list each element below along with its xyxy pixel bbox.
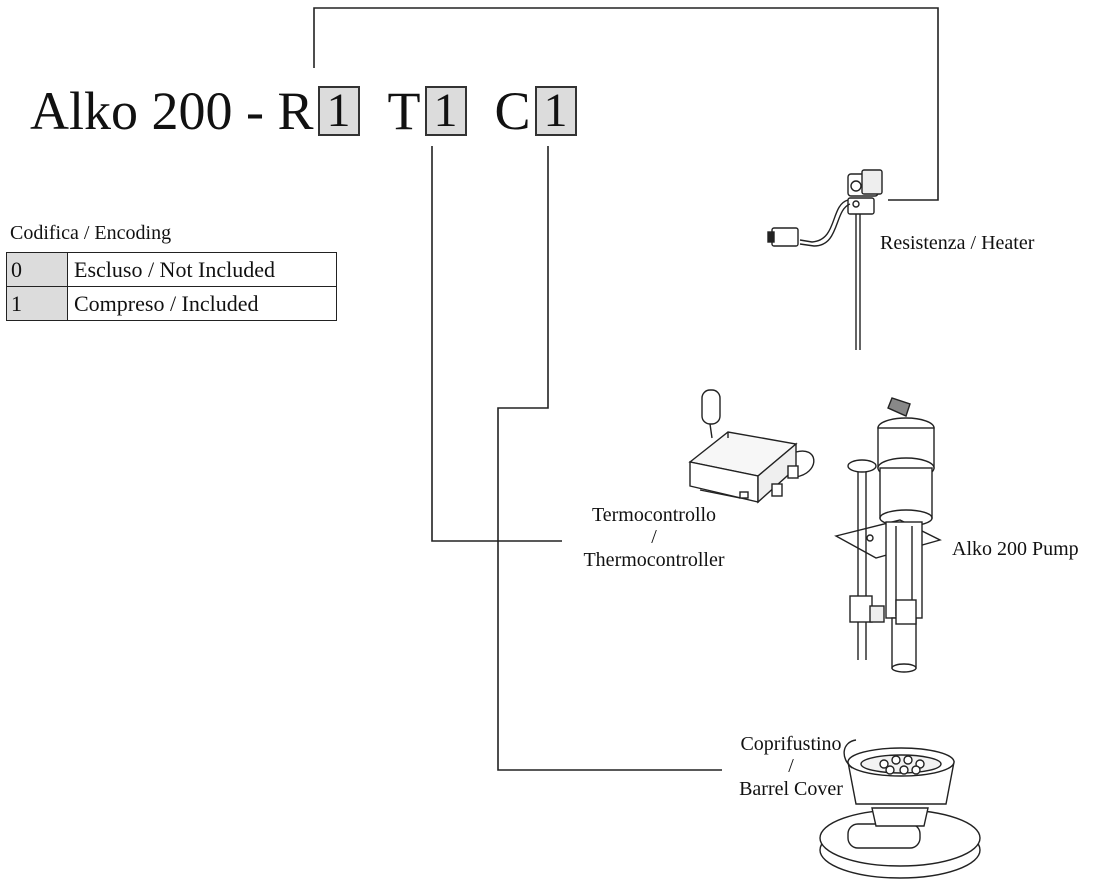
encoding-title: Codifica / Encoding	[10, 222, 172, 244]
barrel-cover-label-en: Barrel Cover	[739, 777, 843, 800]
heater-label: Resistenza / Heater	[880, 232, 1035, 254]
c-value-box: 1	[534, 86, 577, 136]
c-letter: C	[494, 81, 531, 141]
table-row: 0 Escluso / Not Included	[6, 252, 337, 287]
thermocontroller-label-it: Termocontrollo	[591, 504, 717, 526]
encoding-value: 1	[6, 286, 68, 321]
heater-illustration	[767, 169, 883, 350]
t-letter: T	[387, 81, 421, 141]
product-code: Alko 200 - R 1 T 1 C 1	[30, 80, 581, 142]
encoding-description: Escluso / Not Included	[67, 252, 337, 287]
encoding-table: 0 Escluso / Not Included 1 Compreso / In…	[6, 252, 337, 321]
barrel-cover-connector	[497, 146, 722, 771]
thermocontroller-illustration	[688, 389, 815, 504]
code-prefix: Alko 200 - R	[30, 81, 314, 141]
thermocontroller-label-en: Thermocontroller	[583, 548, 725, 571]
thermocontroller-connector	[431, 146, 562, 542]
thermocontroller-label: Termocontrollo / Thermocontroller	[564, 504, 744, 571]
barrel-cover-label-it: Coprifustino	[740, 733, 842, 755]
table-row: 1 Compreso / Included	[6, 286, 337, 321]
thermocontroller-label-sep: /	[651, 526, 657, 549]
r-value-box: 1	[317, 86, 360, 136]
encoding-description: Compreso / Included	[67, 286, 337, 321]
t-value-box: 1	[424, 86, 467, 136]
heater-connector	[313, 7, 939, 201]
barrel-cover-illustration	[819, 739, 981, 879]
barrel-cover-label-sep: /	[788, 755, 794, 778]
encoding-value: 0	[6, 252, 68, 287]
pump-label: Alko 200 Pump	[952, 538, 1079, 560]
pump-illustration	[834, 397, 942, 673]
barrel-cover-label: Coprifustino / Barrel Cover	[716, 733, 866, 800]
